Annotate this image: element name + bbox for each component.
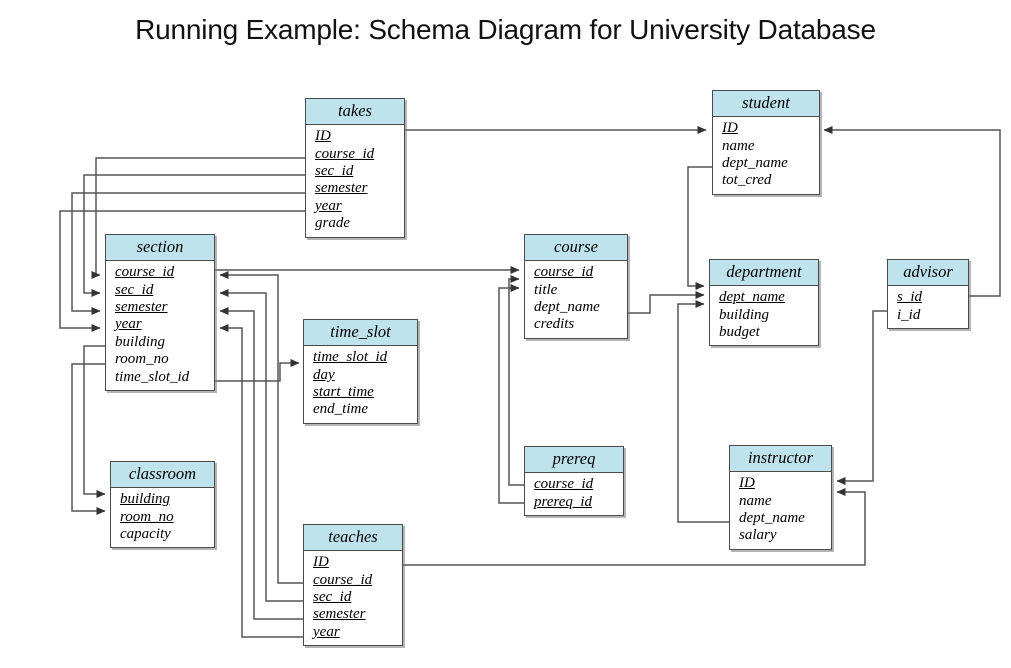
- rel-teaches-semester-section-semester: [219, 307, 303, 620]
- attribute-takes-sec_id: sec_id: [315, 163, 354, 180]
- table-title-time_slot: time_slot: [304, 320, 417, 347]
- attribute-student-ID: ID: [722, 120, 738, 137]
- attribute-section-room_no: room_no: [115, 351, 169, 368]
- attribute-student-tot_cred: tot_cred: [722, 172, 772, 189]
- attribute-department-dept_name: dept_name: [719, 289, 785, 306]
- rel-teaches-secid-section-secid: [219, 289, 303, 602]
- attribute-section-building: building: [115, 333, 166, 350]
- rel-instructor-deptname-department: [677, 300, 729, 523]
- rel-student-deptname-department: [687, 166, 712, 290]
- attribute-course-title: title: [534, 281, 558, 298]
- rel-course-deptname-department: [628, 291, 705, 314]
- table-title-department: department: [710, 260, 818, 287]
- attribute-course-credits: credits: [534, 316, 575, 333]
- attribute-time_slot-time_slot_id: time_slot_id: [313, 349, 388, 366]
- attribute-takes-grade: grade: [315, 215, 350, 232]
- rel-takes-year-section-year: [59, 210, 305, 332]
- table-title-course: course: [525, 235, 627, 262]
- attribute-prereq-prereq_id: prereq_id: [534, 493, 593, 510]
- attribute-time_slot-start_time: start_time: [313, 384, 374, 401]
- attribute-section-course_id: course_id: [115, 264, 175, 281]
- attribute-instructor-dept_name: dept_name: [739, 510, 805, 527]
- attribute-section-semester: semester: [115, 299, 168, 316]
- attribute-section-year: year: [115, 316, 142, 333]
- attribute-section-sec_id: sec_id: [115, 281, 154, 298]
- attribute-prereq-course_id: course_id: [534, 476, 594, 493]
- rel-takes-secid-section-secid: [83, 174, 305, 297]
- rel-takes-semester-section-semester: [71, 192, 305, 315]
- attribute-advisor-s_id: s_id: [897, 289, 923, 306]
- attribute-student-dept_name: dept_name: [722, 155, 788, 172]
- rel-teaches-year-section-year: [219, 324, 303, 638]
- rel-section-roomno-classroom-roomno: [71, 363, 106, 515]
- attribute-classroom-room_no: room_no: [120, 508, 174, 525]
- attribute-takes-course_id: course_id: [315, 145, 375, 162]
- attribute-teaches-ID: ID: [313, 554, 329, 571]
- table-title-student: student: [713, 91, 819, 118]
- attribute-classroom-building: building: [120, 491, 171, 508]
- attribute-teaches-year: year: [313, 623, 340, 640]
- attribute-advisor-i_id: i_id: [897, 306, 921, 323]
- rel-section-timeslotid-timeslot: [215, 359, 300, 382]
- rel-prereq-prereqid-course-courseid: [498, 284, 524, 504]
- attribute-teaches-course_id: course_id: [313, 571, 373, 588]
- attribute-teaches-semester: semester: [313, 606, 366, 623]
- rel-takes-courseid-section-courseid: [91, 157, 305, 279]
- attribute-department-building: building: [719, 306, 770, 323]
- attribute-course-course_id: course_id: [534, 264, 594, 281]
- rel-section-building-classroom-building: [83, 345, 106, 498]
- rel-prereq-courseid-course-courseid: [508, 275, 524, 486]
- attribute-section-time_slot_id: time_slot_id: [115, 368, 190, 385]
- attribute-takes-year: year: [315, 197, 342, 214]
- table-title-instructor: instructor: [730, 446, 831, 473]
- attribute-instructor-name: name: [739, 492, 772, 509]
- attribute-department-budget: budget: [719, 324, 760, 341]
- attribute-time_slot-end_time: end_time: [313, 401, 368, 418]
- rel-advisor-iid-instructor-id: [836, 310, 887, 485]
- table-title-section: section: [106, 235, 214, 262]
- rel-teaches-id-instructor-id: [403, 488, 866, 566]
- attribute-classroom-capacity: capacity: [120, 526, 171, 543]
- attribute-time_slot-day: day: [313, 366, 335, 383]
- attribute-takes-ID: ID: [315, 128, 331, 145]
- page-title: Running Example: Schema Diagram for Univ…: [135, 14, 876, 45]
- attribute-teaches-sec_id: sec_id: [313, 589, 352, 606]
- attribute-instructor-salary: salary: [739, 527, 777, 544]
- table-title-takes: takes: [306, 99, 404, 126]
- attribute-course-dept_name: dept_name: [534, 299, 600, 316]
- table-title-prereq: prereq: [525, 447, 623, 474]
- table-title-advisor: advisor: [888, 260, 968, 287]
- attribute-student-name: name: [722, 137, 755, 154]
- rel-teaches-courseid-section-courseid: [219, 271, 303, 584]
- attribute-instructor-ID: ID: [739, 475, 755, 492]
- table-title-classroom: classroom: [111, 462, 214, 489]
- rel-advisor-sid-student-id: [823, 126, 1001, 297]
- attribute-takes-semester: semester: [315, 180, 368, 197]
- table-title-teaches: teaches: [304, 525, 402, 552]
